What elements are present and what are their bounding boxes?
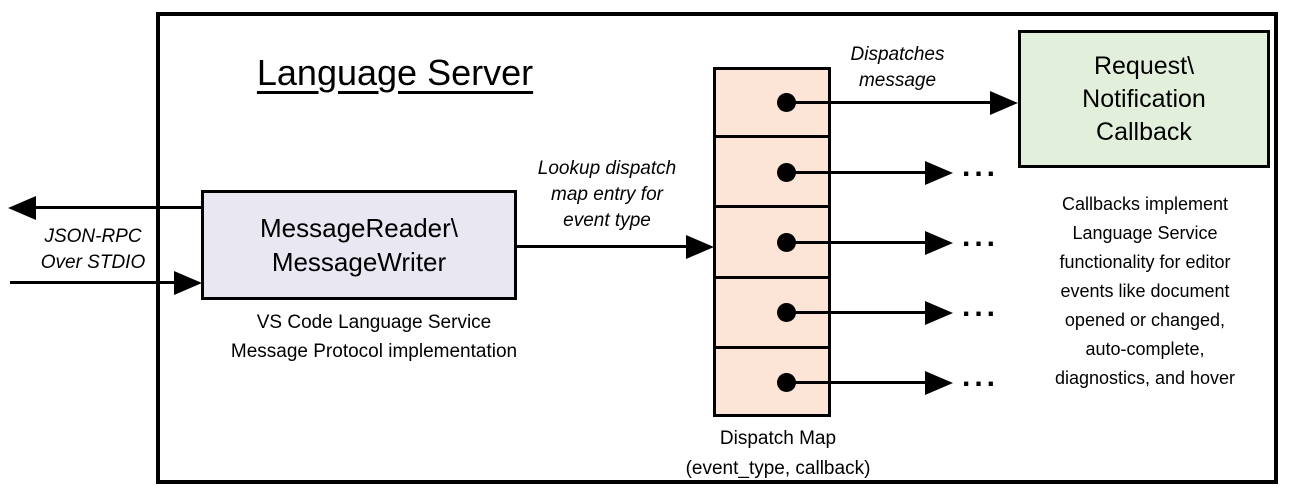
dispatch-arrowhead-icon <box>925 371 953 395</box>
dispatch-map-cell-divider <box>713 276 831 279</box>
dispatch-arrowhead-icon <box>990 91 1018 115</box>
ellipsis: ... <box>962 290 1000 323</box>
stdio-in-arrow-line <box>10 281 177 284</box>
stdio-label: JSON-RPC Over STDIO <box>40 226 146 273</box>
ellipsis: ... <box>962 220 1000 253</box>
diagram-title: Language Server <box>256 52 534 93</box>
dispatch-arrowhead-icon <box>925 161 953 185</box>
dispatch-arrowhead-icon <box>925 231 953 255</box>
dispatch-arrow-line <box>786 171 927 174</box>
dispatch-arrow-line <box>786 381 927 384</box>
dispatch-arrow-line <box>786 311 927 314</box>
dispatch-arrow-line <box>786 101 992 104</box>
dispatch-map-label: Dispatch Map (event_type, callback) <box>685 428 871 479</box>
lookup-arrow-line <box>517 245 689 248</box>
callback-box: Request\ Notification Callback <box>1018 30 1270 168</box>
dispatch-map-cell-divider <box>713 135 831 138</box>
dispatch-arrow-line <box>786 241 927 244</box>
language-server-boundary <box>156 12 1278 484</box>
lookup-annotation: Lookup dispatch map entry for event type <box>537 158 677 231</box>
lookup-arrowhead-icon <box>686 235 714 259</box>
callback-caption: Callbacks implement Language Service fun… <box>1054 194 1236 388</box>
ellipsis: ... <box>962 150 1000 183</box>
dispatch-map-cell-divider <box>713 205 831 208</box>
dispatch-map-cell-divider <box>713 346 831 349</box>
stdio-out-arrowhead-icon <box>8 196 36 220</box>
dispatches-annotation: Dispatches message <box>850 44 945 91</box>
message-handler-caption: VS Code Language Service Message Protoco… <box>230 312 518 362</box>
message-reader-writer-box: MessageReader\ MessageWriter <box>201 190 517 300</box>
dispatch-arrowhead-icon <box>925 301 953 325</box>
stdio-in-arrowhead-icon <box>174 271 202 295</box>
ellipsis: ... <box>962 360 1000 393</box>
stdio-out-arrow-line <box>30 206 201 209</box>
